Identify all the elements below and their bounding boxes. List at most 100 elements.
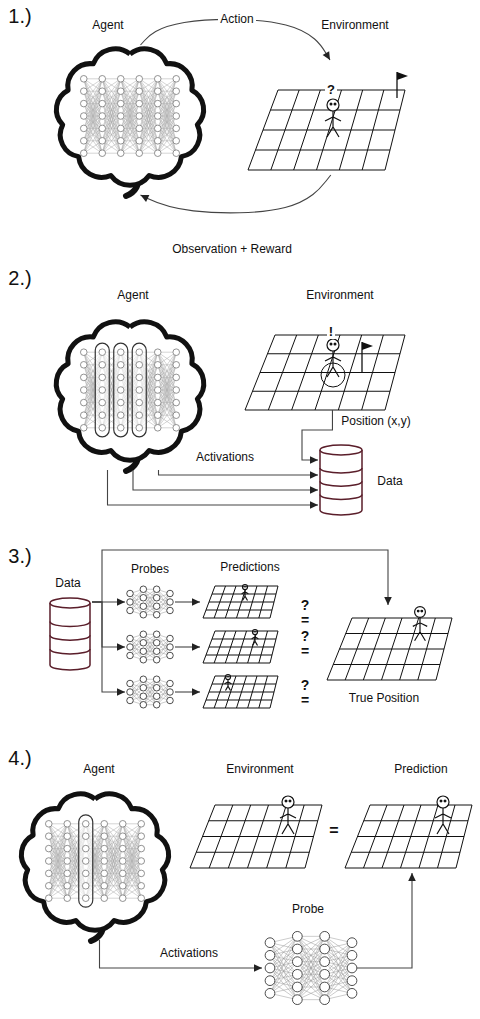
probe-node: Probe — [262, 925, 357, 1010]
net-neuron — [140, 701, 147, 708]
true-position-node: True Position — [325, 605, 455, 685]
edge-label: Activations — [158, 946, 220, 960]
grid-world — [345, 805, 472, 868]
grid-line — [370, 805, 472, 806]
net-neuron — [153, 594, 160, 601]
net-neuron — [80, 374, 87, 381]
figure-eye — [330, 343, 332, 345]
net-link — [143, 589, 156, 615]
predictions-node: Predictions — [200, 582, 280, 712]
figure-head — [242, 584, 247, 589]
net-link — [139, 79, 157, 141]
net-neuron — [117, 113, 124, 120]
arrowhead — [117, 598, 125, 606]
node-heading: Data — [377, 474, 402, 488]
net-link — [102, 79, 120, 141]
net-neuron — [136, 387, 143, 394]
net-neuron — [127, 607, 134, 614]
connector-line — [92, 602, 125, 647]
grid-line — [203, 708, 270, 709]
net-neuron — [82, 883, 89, 890]
net-link — [158, 91, 176, 153]
net-neuron — [117, 150, 124, 157]
figure-eye — [255, 631, 257, 633]
figure-eye — [289, 800, 291, 802]
net-neuron — [80, 150, 87, 157]
grid-world — [203, 676, 278, 708]
net-link — [84, 91, 102, 153]
net-neuron — [292, 982, 302, 992]
node-heading: Agent — [117, 288, 148, 302]
net-neuron — [99, 125, 106, 132]
cylinder-body — [320, 450, 362, 515]
net-link — [158, 352, 176, 415]
edge-label: Action — [218, 12, 255, 26]
net-neuron — [167, 635, 174, 642]
cylinder-ring — [320, 481, 362, 486]
panel-number: 1.) — [6, 5, 33, 27]
net-neuron — [99, 100, 106, 107]
net-neuron — [320, 931, 330, 941]
node-heading: Probe — [292, 902, 324, 916]
net-neuron — [138, 858, 145, 865]
arrowhead — [192, 688, 200, 696]
connector-line — [159, 470, 319, 475]
equals-sign: = — [327, 822, 340, 840]
net-link — [139, 116, 157, 153]
figure-eye — [243, 586, 245, 588]
net-neuron — [99, 76, 106, 83]
agent-brain — [56, 49, 203, 196]
net-neuron — [167, 689, 174, 696]
goal-flag — [397, 72, 408, 98]
net-neuron — [292, 931, 302, 941]
panel-number: 4.) — [6, 747, 33, 769]
grid-line — [352, 618, 452, 619]
net-neuron — [80, 399, 87, 406]
goal-flag — [362, 342, 373, 372]
cylinder-ring — [50, 635, 90, 640]
net-neuron — [347, 976, 357, 986]
net-link — [297, 962, 324, 1000]
figure-eye — [330, 103, 332, 105]
layer-highlight — [79, 815, 93, 907]
arrowhead — [141, 195, 150, 202]
net-neuron — [117, 362, 124, 369]
net-neuron — [117, 374, 124, 381]
net-neuron — [119, 895, 126, 902]
edge-label: Observation + Reward — [170, 242, 294, 256]
grid-line — [212, 639, 276, 640]
figure-eye — [228, 676, 230, 678]
net-neuron — [136, 362, 143, 369]
net-neuron — [347, 963, 357, 973]
net-neuron — [140, 693, 147, 700]
figure-body — [242, 590, 249, 601]
net-link — [139, 91, 157, 153]
net-link — [121, 79, 139, 141]
grid-world — [327, 618, 452, 680]
grid-line — [212, 684, 276, 685]
node-heading: Environment — [321, 18, 388, 32]
layer-highlight — [114, 343, 128, 437]
edge-label: Activations — [194, 450, 256, 464]
net-neuron — [45, 821, 52, 828]
stick-figure — [413, 607, 427, 641]
probe-network — [127, 676, 174, 708]
net-neuron — [127, 680, 134, 687]
net-neuron — [99, 387, 106, 394]
net-neuron — [117, 349, 124, 356]
net-neuron — [101, 845, 108, 852]
net-link — [158, 91, 176, 153]
net-neuron — [64, 895, 71, 902]
net-neuron — [119, 845, 126, 852]
connector-line — [92, 602, 125, 692]
figure-eye — [421, 610, 423, 612]
net-neuron — [140, 648, 147, 655]
question-mark: ? — [299, 628, 312, 644]
stick-figure — [242, 584, 249, 600]
net-link — [49, 824, 67, 886]
agent-brain — [21, 794, 168, 941]
net-neuron — [173, 88, 180, 95]
arrowhead — [310, 486, 318, 494]
net-neuron — [99, 374, 106, 381]
